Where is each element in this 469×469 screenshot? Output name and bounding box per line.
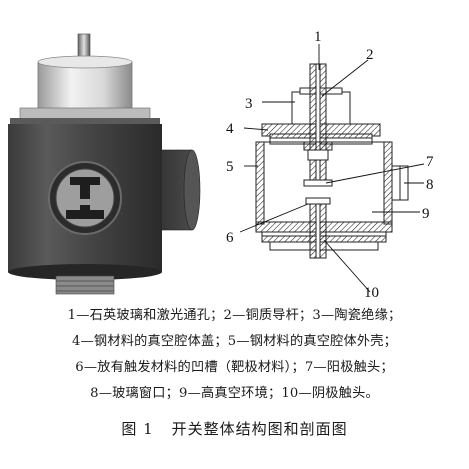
- label-10: 10: [364, 285, 379, 300]
- label-4: 4: [226, 121, 234, 137]
- cross-section-drawing: 1 2 3 4 5 6 7 8 9 10: [226, 29, 434, 300]
- legend-line-2: 4—钢材料的真空腔体盖；5—钢材料的真空腔体外壳；: [71, 334, 398, 349]
- section-cathode-groove: [305, 197, 331, 205]
- label-5: 5: [226, 159, 234, 175]
- switch-3d-render: [8, 33, 201, 295]
- section-anode: [303, 179, 333, 187]
- figure-title: 开关整体结构图和剖面图: [171, 420, 348, 438]
- label-7: 7: [426, 154, 434, 170]
- figure-number: 图 1: [121, 420, 154, 438]
- figure-caption: 图 1 开关整体结构图和剖面图: [0, 418, 469, 439]
- label-3: 3: [245, 96, 253, 112]
- label-9: 9: [422, 206, 430, 222]
- label-1: 1: [314, 29, 322, 45]
- label-8: 8: [426, 177, 434, 193]
- label-6: 6: [226, 230, 234, 246]
- legend-line-3: 6—放有触发材料的凹槽（靶极材料）；7—阳极触头；: [75, 360, 394, 375]
- ceramic-insulator: [37, 61, 133, 113]
- section-shell-left: [255, 141, 265, 225]
- legend-line-4: 8—玻璃窗口；9—高真空环境；10—阴极触头。: [90, 386, 379, 401]
- label-2: 2: [366, 47, 374, 63]
- legend-line-1: 1—石英玻璃和激光通孔；2—铜质导杆；3—陶瓷绝缘；: [67, 308, 402, 323]
- figure-legend: 1—石英玻璃和激光通孔；2—铜质导杆；3—陶瓷绝缘； 4—钢材料的真空腔体盖；5…: [0, 303, 469, 407]
